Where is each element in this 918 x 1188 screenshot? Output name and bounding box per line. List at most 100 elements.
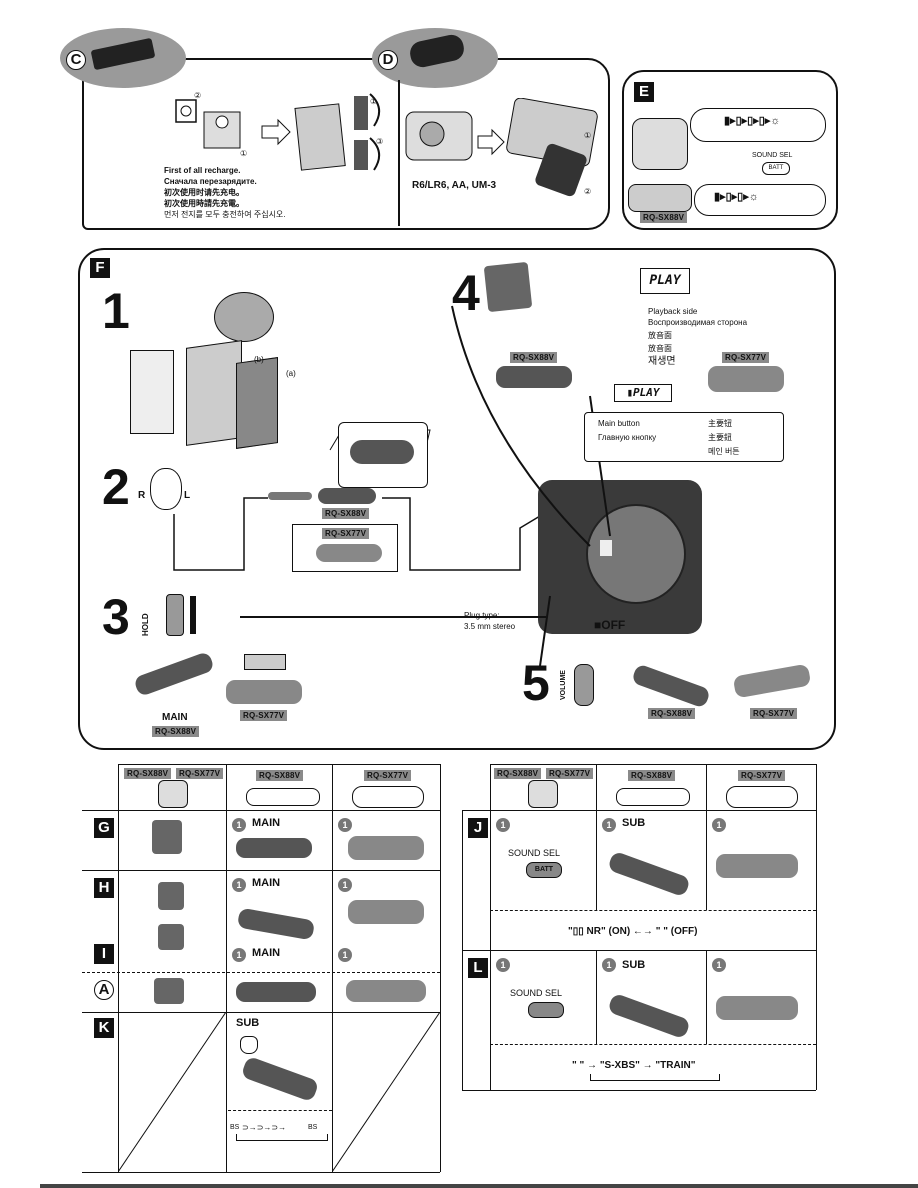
row-g-tag: G (94, 818, 114, 838)
i-step-77: 1 (338, 948, 352, 962)
rt-h0 (490, 764, 816, 765)
volume-label: VOLUME (560, 670, 567, 700)
right-ear-label: R (138, 490, 146, 501)
j-remote-77 (716, 854, 798, 878)
lt-h3 (82, 1012, 440, 1013)
rt-header-77-b: RQ-SX77V (738, 770, 786, 781)
remote-lcd-play: ▮PLAY (614, 384, 672, 402)
lt-v2 (332, 764, 333, 1172)
rt-remote-77-icon (726, 786, 798, 808)
lt-h2 (82, 870, 440, 871)
g-play-key[interactable] (152, 820, 182, 854)
h-key-bottom[interactable] (158, 924, 184, 950)
recharge-note-en: First of all recharge. (164, 166, 241, 175)
rt-h3 (462, 1090, 816, 1091)
remote-88v-cable (318, 488, 376, 504)
play-key-illustration (483, 261, 533, 313)
lt-remote-77-icon (352, 786, 424, 808)
plug-type-label: Plug type: (464, 610, 500, 621)
remote-77v-play (708, 366, 784, 392)
playback-side-zh-s: 放音面 (648, 331, 672, 340)
label-b: (b) (254, 355, 264, 364)
volume-wheel[interactable] (574, 664, 594, 706)
h-step-77: 1 (338, 878, 352, 892)
k-not-applicable-right (332, 1012, 440, 1172)
step3-line (240, 616, 546, 618)
rt-header-88-b: RQ-SX88V (628, 770, 676, 781)
k-press-icon (240, 1036, 258, 1054)
l-sound-sel: SOUND SEL (510, 988, 563, 998)
panel-divider (398, 80, 400, 226)
j-batt-button[interactable]: BATT (526, 862, 562, 878)
lcd-play-display: PLAY (640, 268, 690, 294)
l-step-77: 1 (712, 958, 726, 972)
cassette-lid-detail (214, 292, 274, 342)
hold-slide-detail (244, 654, 286, 670)
row-j-tag: J (468, 818, 488, 838)
section-d-tag: D (378, 50, 398, 70)
lt-remote-88-icon (246, 788, 320, 806)
listener-head (150, 468, 182, 510)
battery-type-label: R6/LR6, AA, UM-3 (412, 180, 497, 191)
step-circle-2: ② (194, 91, 202, 100)
j-step-main: 1 (496, 818, 510, 832)
f4-model-77: RQ-SX77V (722, 352, 770, 363)
batt-button[interactable]: BATT (762, 162, 790, 175)
playback-side-ko: 재생면 (648, 356, 676, 367)
f2-model-77: RQ-SX77V (322, 528, 370, 539)
k-not-applicable-left (118, 1012, 226, 1172)
headphone-plug (268, 492, 312, 500)
j-nr-note: "▯▯ NR" (ON) ←→ " " (OFF) (568, 926, 698, 937)
k-cycle-start: BS (230, 1124, 240, 1131)
a-play-key[interactable] (154, 978, 184, 1004)
rt-h2 (462, 950, 816, 951)
l-step-88: 1 (602, 958, 616, 972)
main-label-3: MAIN (162, 712, 188, 723)
recharge-note-ko: 먼저 전지를 모두 충전하여 주십시오. (164, 210, 286, 219)
h-key-top[interactable] (158, 882, 184, 910)
g-remote-88 (236, 838, 312, 858)
main-button-ko: 메인 버튼 (708, 447, 740, 456)
f3-model-77: RQ-SX77V (240, 710, 288, 721)
rt-v1 (490, 764, 491, 1090)
rt-d1 (490, 910, 816, 911)
step-4-number: 4 (452, 265, 480, 321)
g-step-88: 1 (232, 818, 246, 832)
play-button[interactable] (600, 540, 612, 556)
lt-h0 (118, 764, 440, 765)
remote-77v-hold (226, 680, 302, 704)
rt-main-unit-icon (528, 780, 558, 808)
scan-edge (40, 1184, 918, 1188)
step-circle-3: ③ (376, 137, 384, 146)
step-circle-d1: ① (584, 131, 592, 140)
h-step-88: 1 (232, 878, 246, 892)
g-main-label: MAIN (252, 817, 281, 829)
l-sound-button[interactable] (528, 1002, 564, 1018)
rt-d2 (490, 1044, 816, 1045)
lt-v3 (440, 764, 441, 1172)
hold-arrow (190, 596, 196, 634)
rt-v2 (596, 764, 597, 910)
a-remote-77 (346, 980, 426, 1002)
step-circle-d2: ② (584, 187, 592, 196)
l-step-main: 1 (496, 958, 510, 972)
off-label: ■OFF (594, 618, 626, 632)
lt-v0 (118, 764, 119, 1012)
main-unit-display (632, 118, 688, 170)
section-f-tag: F (90, 258, 110, 278)
left-ear-label: L (184, 490, 191, 501)
row-a-tag: A (94, 980, 114, 1000)
f5-model-88: RQ-SX88V (648, 708, 696, 719)
f5-model-77: RQ-SX77V (750, 708, 798, 719)
g-step-77: 1 (338, 818, 352, 832)
row-h-tag: H (94, 878, 114, 898)
recharge-note-ru: Сначала перезарядите. (164, 177, 257, 186)
hold-switch[interactable] (166, 594, 184, 636)
rt-v5 (706, 950, 707, 1044)
playback-side-zh-t: 放音面 (648, 344, 672, 353)
lt-header-88-a: RQ-SX88V (124, 768, 172, 779)
lt-header-88-b: RQ-SX88V (256, 770, 304, 781)
main-button-zh-s: 主要钮 (708, 419, 732, 428)
lt-v4 (118, 1012, 119, 1172)
main-button-ru: Главную кнопку (598, 433, 657, 442)
